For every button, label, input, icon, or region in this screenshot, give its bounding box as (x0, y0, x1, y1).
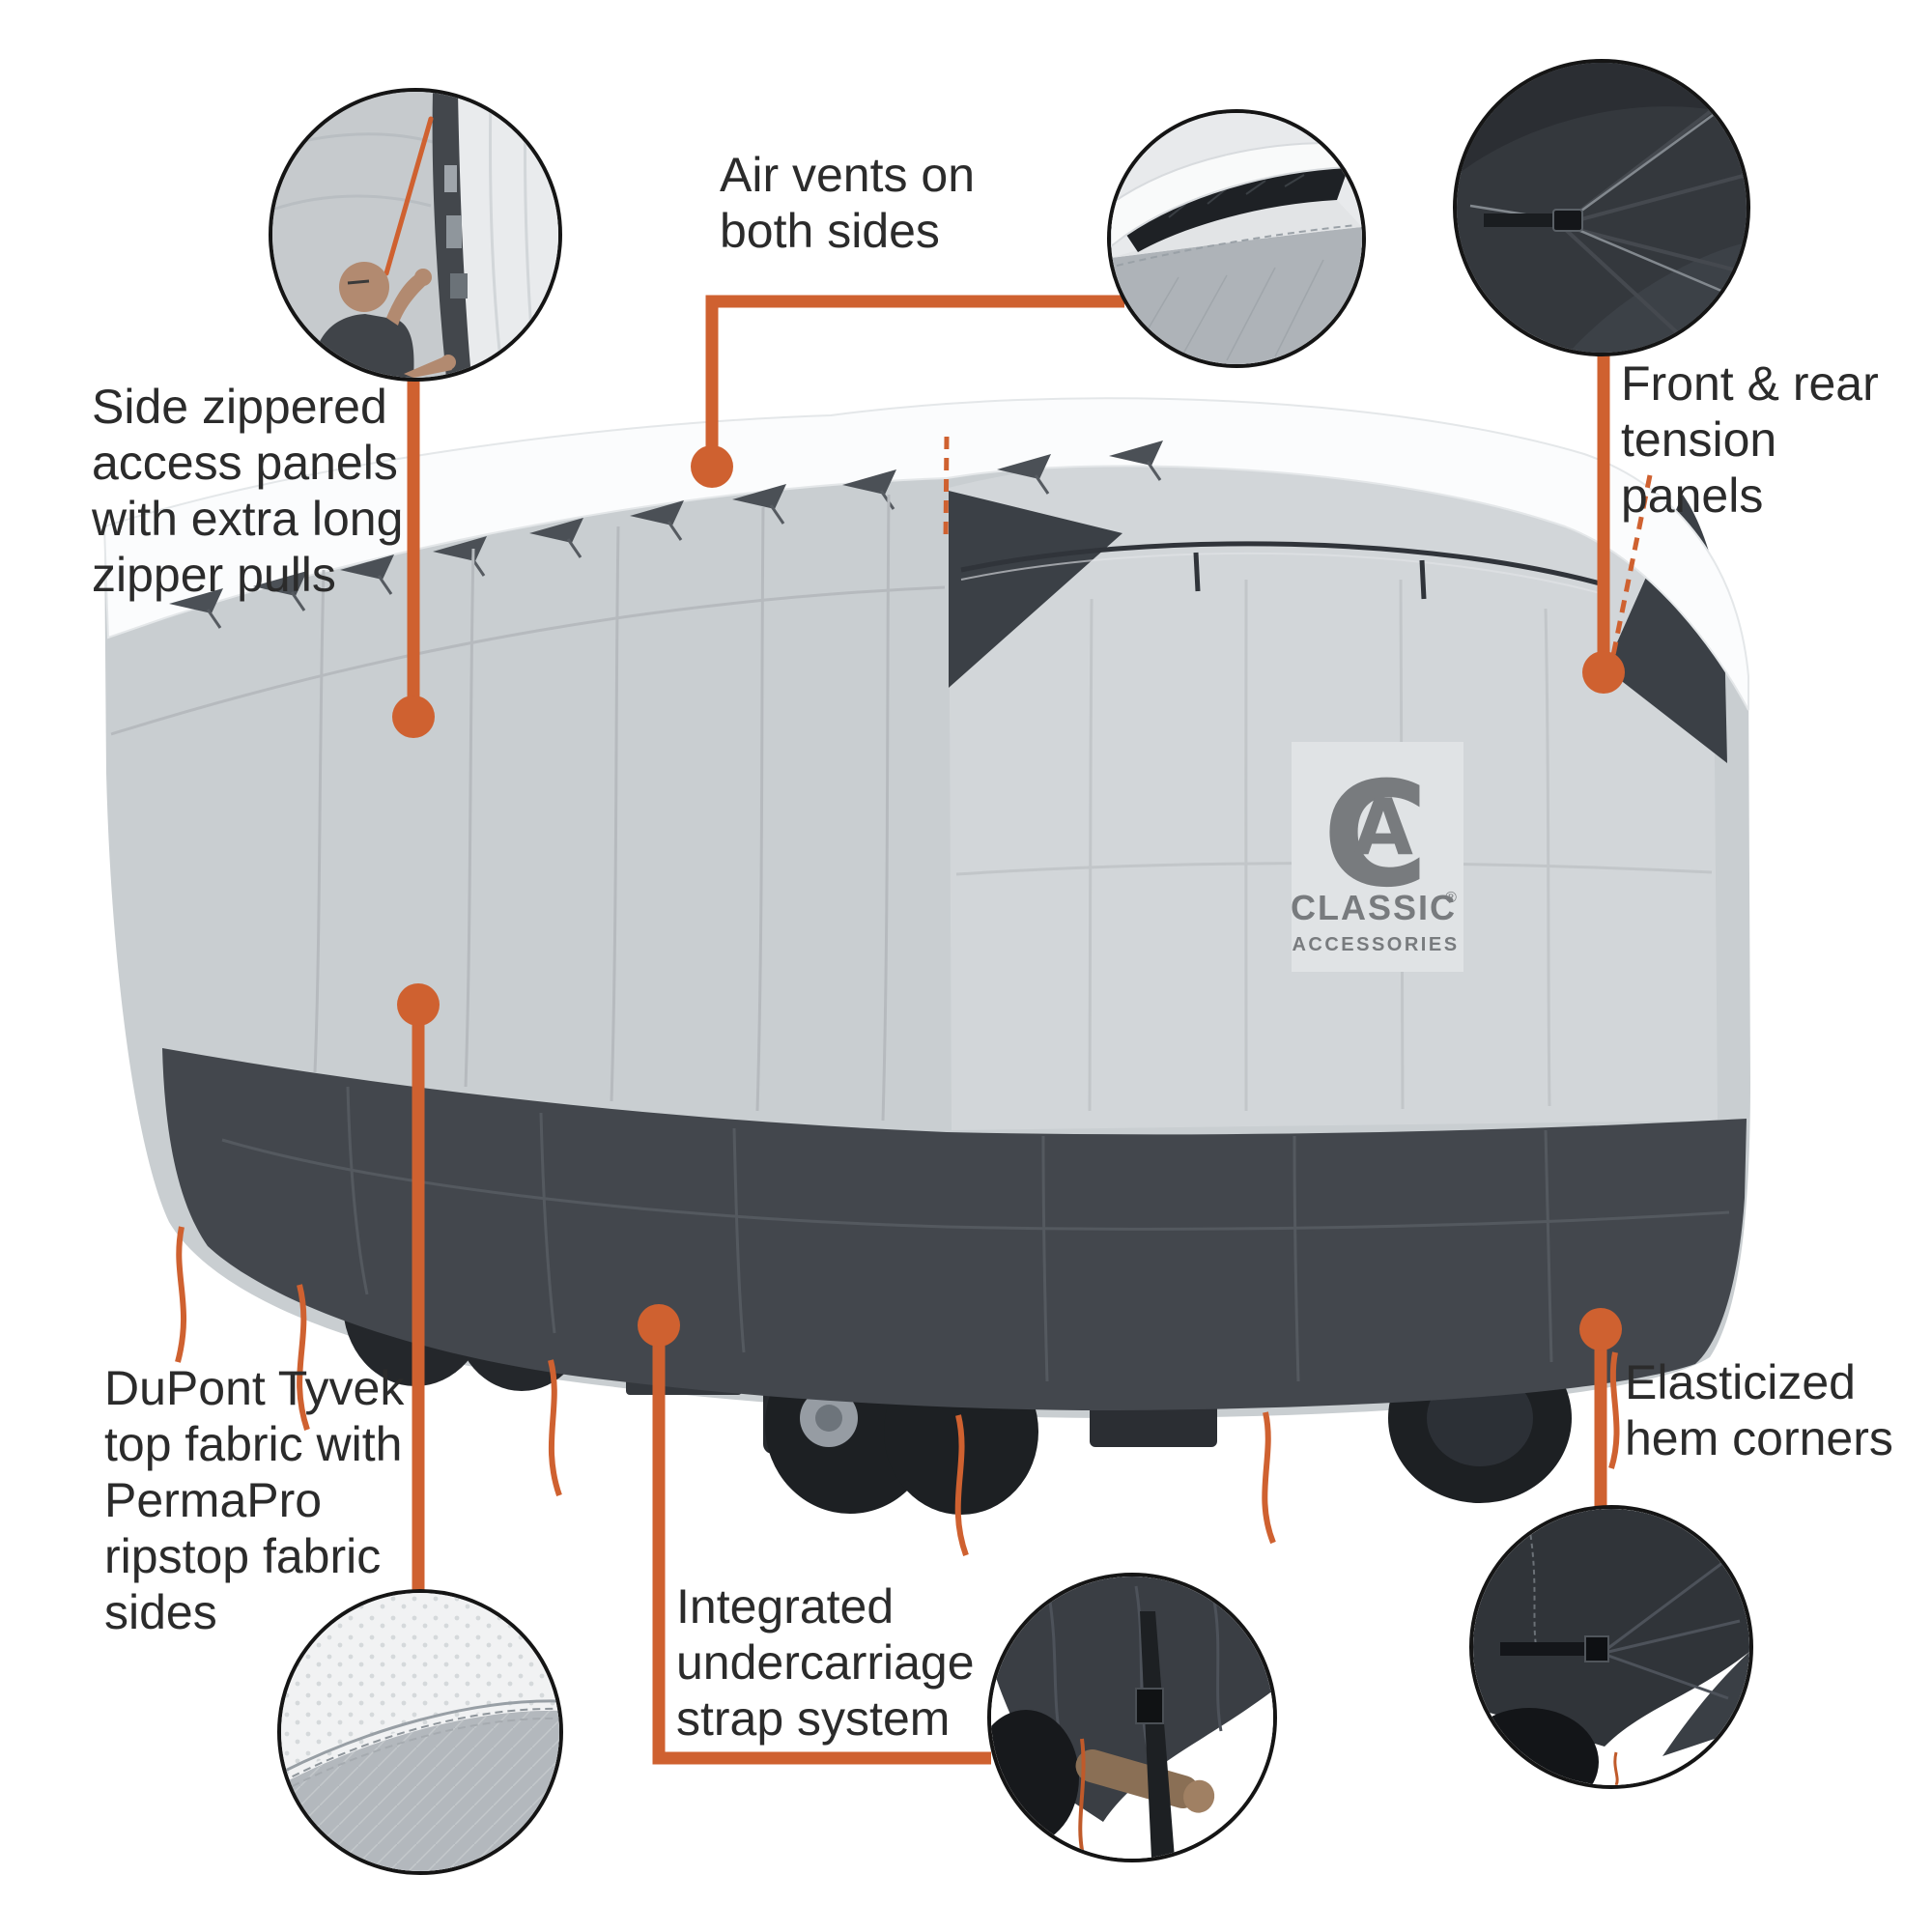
callout-line: DuPont Tyvek (104, 1361, 405, 1415)
rv-skirt-fabric (162, 1048, 1747, 1410)
elastic-hem-detail-photo (1469, 1505, 1753, 1789)
callout-line: zipper pulls (92, 548, 336, 602)
corner-zipper-ties (943, 436, 1653, 666)
logo-subbrand: ACCESSORIES (1292, 934, 1459, 955)
rear-strap-highlight (960, 552, 1605, 595)
callout-tyvek-fabric: DuPont Tyvek top fabric with PermaPro ri… (104, 1360, 404, 1640)
callout-line: Front & rear (1621, 356, 1879, 411)
callout-line: top fabric with (104, 1417, 403, 1471)
rear-zipper-pulls (1193, 552, 1427, 600)
logo-monogram-c: C (1322, 752, 1429, 920)
callout-line: Side zippered (92, 380, 387, 434)
callout-air-vents: Air vents on both sides (720, 147, 975, 259)
callout-line: undercarriage (676, 1635, 975, 1690)
roof-flap-cords (206, 461, 1162, 629)
callout-side-zipper: Side zippered access panels with extra l… (92, 379, 403, 603)
callout-line: hem corners (1625, 1411, 1893, 1465)
callout-line: tension panels (1621, 412, 1777, 523)
callout-line: Air vents on (720, 148, 976, 202)
callout-line: with extra long (92, 492, 404, 546)
callout-line: access panels (92, 436, 398, 490)
callout-undercarriage: Integrated undercarriage strap system (676, 1578, 975, 1747)
tyvek-fabric-detail-photo (277, 1589, 563, 1875)
rear-strap-crease (960, 541, 1605, 587)
side-fabric-seams (110, 494, 946, 1122)
callout-line: Elasticized (1625, 1355, 1856, 1409)
tension-panel-detail-photo (1453, 59, 1750, 356)
callout-line: PermaPro (104, 1473, 323, 1527)
callout-line: Integrated (676, 1579, 895, 1634)
rear-left-tension-triangle (949, 491, 1122, 688)
undercarriage-strap-detail-photo (987, 1573, 1277, 1862)
callout-line: sides (104, 1585, 217, 1639)
callout-elastic-hem: Elasticized hem corners (1625, 1354, 1893, 1466)
brand-logo-panel: C A CLASSIC ® ACCESSORIES (1291, 742, 1463, 972)
callout-line: strap system (676, 1691, 951, 1746)
zipper-access-detail-photo (269, 88, 562, 382)
air-vent-detail-photo (1107, 109, 1366, 368)
logo-registered: ® (1445, 890, 1457, 906)
logo-brand: CLASSIC (1291, 888, 1457, 927)
logo-monogram-a: A (1353, 782, 1413, 872)
callout-line: ripstop fabric (104, 1529, 382, 1583)
callout-line: both sides (720, 204, 940, 258)
callout-tension-panels: Front & rear tension panels (1621, 355, 1932, 524)
